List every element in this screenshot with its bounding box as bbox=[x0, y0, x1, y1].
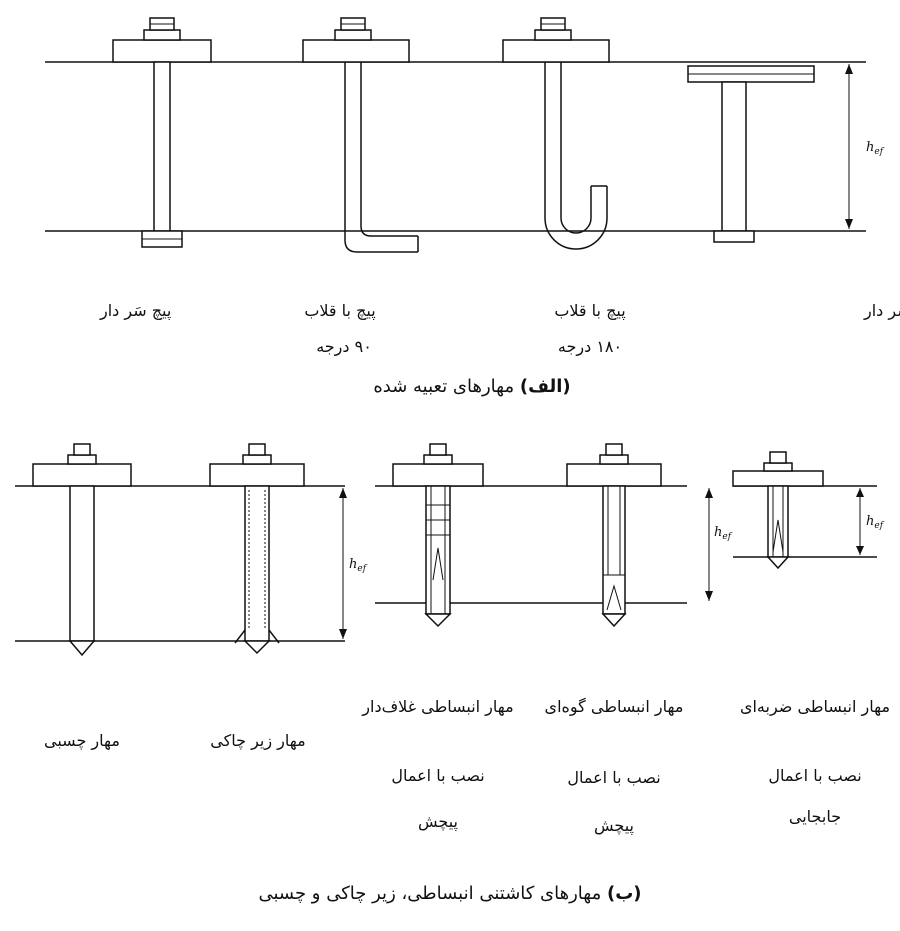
headed-bolt-drawing bbox=[112, 17, 212, 248]
hef-label-b3: hef bbox=[866, 514, 885, 531]
headed-stud-drawing bbox=[687, 65, 815, 243]
label-drop-in-anchor-install: نصب با اعمال bbox=[768, 766, 861, 785]
label-sleeve-anchor-method: پیچش bbox=[418, 812, 458, 832]
hef-dimension-b2 bbox=[705, 488, 713, 601]
hef-label-b1: hef bbox=[349, 557, 368, 574]
label-hook-bolt-90: پیچ با قلاب bbox=[304, 301, 375, 321]
part-b-caption: (ب) مهارهای کاشتنی انبساطی، زیر چاکی و چ… bbox=[258, 883, 641, 904]
sleeve-anchor-drawing bbox=[392, 443, 484, 628]
hef-dimension-b3 bbox=[856, 488, 864, 555]
hook-bolt-180-drawing bbox=[502, 17, 610, 250]
adhesive-anchor-drawing bbox=[32, 443, 132, 657]
label-drop-in-anchor-method: جابجایی bbox=[789, 807, 841, 826]
label-hook-bolt-90-degree: ۹۰ درجه bbox=[316, 337, 372, 357]
hef-label-b2: hef bbox=[714, 525, 733, 542]
label-wedge-anchor-method: پیچش bbox=[594, 816, 634, 836]
label-drop-in-anchor: مهار انبساطی ضربه‌ای bbox=[740, 697, 890, 717]
hef-label-a: hef bbox=[866, 140, 885, 157]
label-wedge-anchor: مهار انبساطی گوه‌ای bbox=[545, 697, 684, 717]
label-headed-stud: گل‌میخ سَر دار bbox=[863, 301, 900, 321]
label-sleeve-anchor-install: نصب با اعمال bbox=[391, 766, 484, 785]
label-undercut-anchor: مهار زیر چاکی bbox=[210, 731, 305, 751]
hef-dimension-a bbox=[845, 64, 853, 229]
label-sleeve-anchor: مهار انبساطی غلاف‌دار bbox=[361, 697, 513, 717]
hook-bolt-90-drawing bbox=[302, 17, 419, 253]
part-a-figure: hef bbox=[45, 17, 885, 253]
label-headed-bolt: پیچ سَر دار bbox=[99, 301, 171, 321]
part-a-caption: (الف) مهارهای تعبیه شده bbox=[373, 376, 570, 397]
drop-in-anchor-drawing bbox=[732, 451, 824, 570]
part-b-figure: hef hef hef bbox=[15, 443, 885, 657]
label-hook-bolt-180-degree: ۱۸۰ درجه bbox=[558, 337, 622, 357]
wedge-anchor-drawing bbox=[566, 443, 662, 628]
label-adhesive-anchor: مهار چسبی bbox=[44, 731, 120, 751]
label-wedge-anchor-install: نصب با اعمال bbox=[567, 768, 660, 787]
hef-dimension-b1 bbox=[339, 488, 347, 639]
undercut-anchor-drawing bbox=[209, 443, 305, 655]
label-hook-bolt-180: پیچ با قلاب bbox=[554, 301, 625, 321]
